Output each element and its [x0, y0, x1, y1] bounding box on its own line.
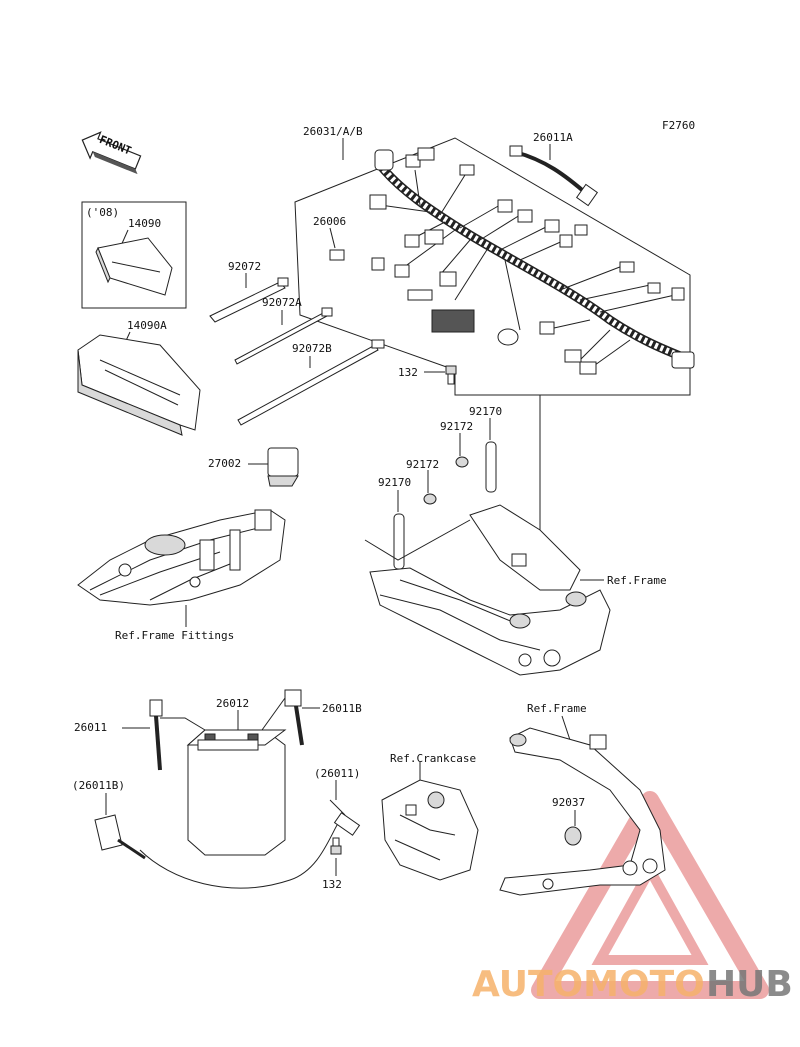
- cable-26011B: [261, 689, 304, 746]
- cover-14090A: [77, 334, 201, 436]
- label-14090A: 14090A: [127, 319, 167, 332]
- pad-92170-b: [393, 513, 405, 570]
- label-26011: 26011: [74, 721, 107, 734]
- ref-frame-1: Ref.Frame: [607, 574, 667, 587]
- label-92172-a: 92172: [440, 420, 473, 433]
- label-92072B: 92072B: [292, 342, 332, 355]
- clamp-92037: [564, 826, 582, 846]
- cable-tie-92072B: [237, 339, 385, 426]
- grommet-92172-a: [455, 456, 469, 468]
- label-14090: 14090: [128, 217, 161, 230]
- label-26012: 26012: [216, 697, 249, 710]
- ref-crankcase: Ref.Crankcase: [390, 752, 476, 765]
- label-92072A: 92072A: [262, 296, 302, 309]
- ref-frame-fittings: Ref.Frame Fittings: [115, 629, 234, 642]
- grommet-92172-b: [423, 493, 437, 505]
- cable-26011: [149, 699, 206, 771]
- cable-26011B-paren: [94, 814, 146, 860]
- cable-26011A: [509, 145, 599, 207]
- cable-tie-92072A: [234, 307, 333, 365]
- svg-text:HUB: HUB: [706, 964, 793, 1005]
- frame-fittings: [77, 509, 286, 606]
- harness-group-outline: [294, 137, 691, 396]
- cable-tie-92072: [209, 277, 289, 323]
- watermark-logo: [531, 791, 769, 999]
- label-26011B: 26011B: [322, 702, 362, 715]
- label-26011-paren: (26011): [314, 767, 360, 780]
- label-132-top: 132: [398, 366, 418, 379]
- label-92170-b: 92170: [378, 476, 411, 489]
- label-92172-b: 92172: [406, 458, 439, 471]
- battery-26012: [186, 729, 287, 856]
- label-26006: 26006: [313, 215, 346, 228]
- bolt-132-top: [445, 365, 457, 385]
- label-26011B-paren: (26011B): [72, 779, 125, 792]
- cover-14090: [95, 237, 173, 296]
- label-132-bottom: 132: [322, 878, 342, 891]
- crankcase-section: [381, 779, 479, 881]
- svg-text:AUTOMOTO: AUTOMOTO: [472, 964, 705, 1005]
- frame-main: [369, 504, 611, 676]
- note-08: ('08): [86, 206, 119, 219]
- pad-92170-a: [485, 441, 497, 493]
- rear-frame: [499, 727, 666, 896]
- ref-frame-2: Ref.Frame: [527, 702, 587, 715]
- box-08: [81, 201, 187, 309]
- relay-27002: [267, 447, 299, 487]
- label-92170-a: 92170: [469, 405, 502, 418]
- figure-id: F2760: [662, 119, 695, 132]
- wire-harness: [329, 147, 695, 375]
- bolt-132-bottom: [330, 837, 342, 855]
- label-92037: 92037: [552, 796, 585, 809]
- front-arrow-icon: [81, 131, 142, 175]
- label-26031: 26031/A/B: [303, 125, 363, 138]
- watermark-text: AUTOMOTO HUB: [472, 964, 793, 1005]
- cable-26011-paren: [139, 799, 361, 889]
- label-27002: 27002: [208, 457, 241, 470]
- label-26011A: 26011A: [533, 131, 573, 144]
- label-92072: 92072: [228, 260, 261, 273]
